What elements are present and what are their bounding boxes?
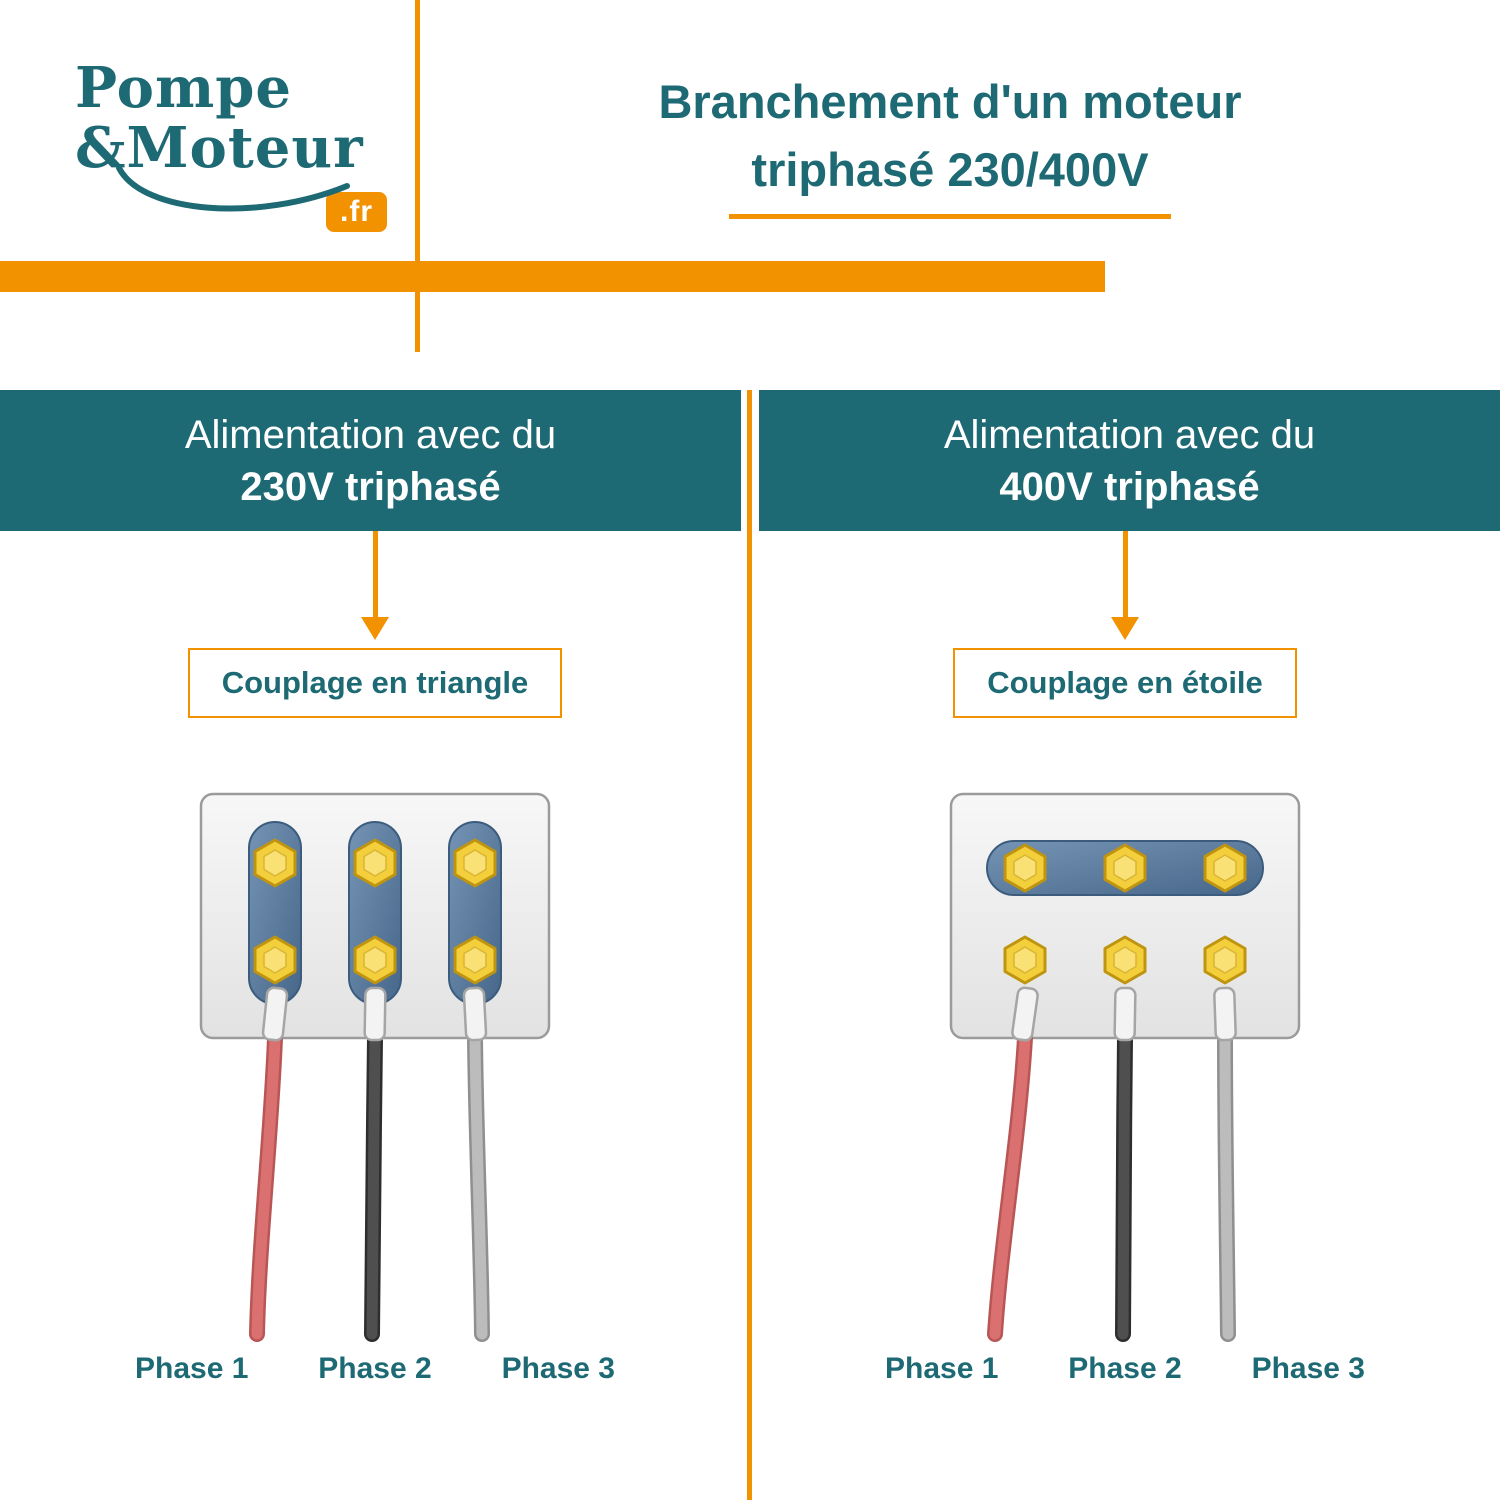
logo-fr-badge: .fr [326, 191, 387, 233]
title-line-2: triphasé 230/400V [729, 136, 1171, 220]
page-title: Branchement d'un moteur triphasé 230/400… [430, 68, 1470, 220]
wire-phase-3 [467, 1030, 490, 1342]
title-line-1: Branchement d'un moteur [658, 75, 1242, 128]
phase-label: Phase 3 [501, 1352, 615, 1385]
band-400v-line-1: Alimentation avec du [943, 412, 1316, 457]
phase-label: Phase 3 [1251, 1352, 1365, 1385]
phase-label: Phase 1 [885, 1352, 999, 1385]
terminal-block-triangle [199, 792, 551, 1342]
band-400v: Alimentation avec du 400V triphasé [759, 390, 1500, 531]
down-arrow-shaft [372, 531, 378, 617]
down-arrow-230v [361, 531, 389, 640]
wire-phase-1 [249, 1030, 283, 1342]
down-arrow-head [1111, 617, 1139, 640]
down-arrow-shaft [1122, 531, 1128, 617]
down-arrow-head [361, 617, 389, 640]
down-arrow-400v [1111, 531, 1139, 640]
logo-moteur-text: &Moteur .fr [75, 116, 405, 233]
logo-swoosh [116, 165, 350, 212]
phase-label: Phase 1 [135, 1352, 249, 1385]
center-divider-line [747, 390, 752, 1500]
band-230v: Alimentation avec du 230V triphasé [0, 390, 741, 531]
column-400v-etoile: Couplage en étoile [750, 531, 1500, 1500]
band-400v-line-2: 400V triphasé [999, 464, 1260, 509]
accent-bar [0, 261, 1105, 292]
wire-phase-3 [1217, 1030, 1236, 1342]
coupling-box-etoile: Couplage en étoile [953, 648, 1297, 718]
phase-labels-400v: Phase 1 Phase 2 Phase 3 [885, 1352, 1365, 1386]
wire-phase-2 [364, 1030, 383, 1342]
wire-phase-2 [1115, 1030, 1133, 1342]
logo: Pompe &Moteur .fr [75, 55, 405, 233]
column-230v-triangle: Couplage en triangle [0, 531, 750, 1500]
diagram-columns: Couplage en triangle [0, 531, 1500, 1500]
phase-labels-230v: Phase 1 Phase 2 Phase 3 [135, 1352, 615, 1386]
top-divider-line [415, 0, 420, 352]
header-band: Alimentation avec du 230V triphasé Alime… [0, 390, 1500, 531]
band-230v-line-2: 230V triphasé [240, 464, 501, 509]
wire-phase-1 [987, 1030, 1033, 1342]
terminal-block-star [949, 792, 1301, 1342]
phase-label: Phase 2 [318, 1352, 432, 1385]
band-230v-line-1: Alimentation avec du [184, 412, 557, 457]
phase-label: Phase 2 [1068, 1352, 1182, 1385]
coupling-box-triangle: Couplage en triangle [187, 648, 563, 718]
logo-pompe-text: Pompe [75, 55, 292, 121]
